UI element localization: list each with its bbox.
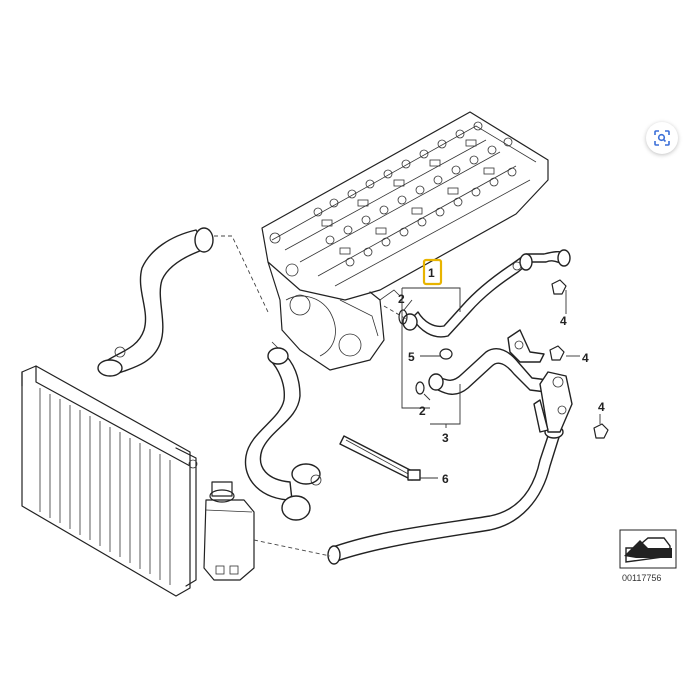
sealing-plug-part-5 [439,348,453,360]
reference-car-icon [619,529,677,569]
expansion-tank [203,481,255,581]
coolant-pipe-part-1 [383,249,571,338]
callout-4-middle[interactable]: 4 [582,351,589,365]
o-ring-part-2 [398,309,425,395]
callout-2-upper[interactable]: 2 [398,292,405,306]
visual-search-icon [654,130,670,146]
callout-2-lower[interactable]: 2 [419,404,426,418]
upper-radiator-hose [97,227,269,377]
callout-4-top[interactable]: 4 [560,314,567,328]
callout-1-highlight [422,258,443,286]
callout-leaders [401,287,601,479]
visual-search-button[interactable] [646,122,678,154]
callout-6[interactable]: 6 [442,472,449,486]
lower-radiator-hose [244,347,322,521]
bottom-hose [253,425,564,565]
callout-5[interactable]: 5 [408,350,415,364]
radiator [21,365,198,597]
coolant-pipe-part-3 [428,329,573,433]
cable-tie-part [339,435,421,481]
reference-number: 00117756 [622,573,661,583]
callout-3[interactable]: 3 [442,431,449,445]
callout-1[interactable]: 1 [428,266,435,280]
engine-cylinder-head [261,111,549,371]
bolt-part-4 [549,279,609,439]
callout-4-bottom[interactable]: 4 [598,400,605,414]
